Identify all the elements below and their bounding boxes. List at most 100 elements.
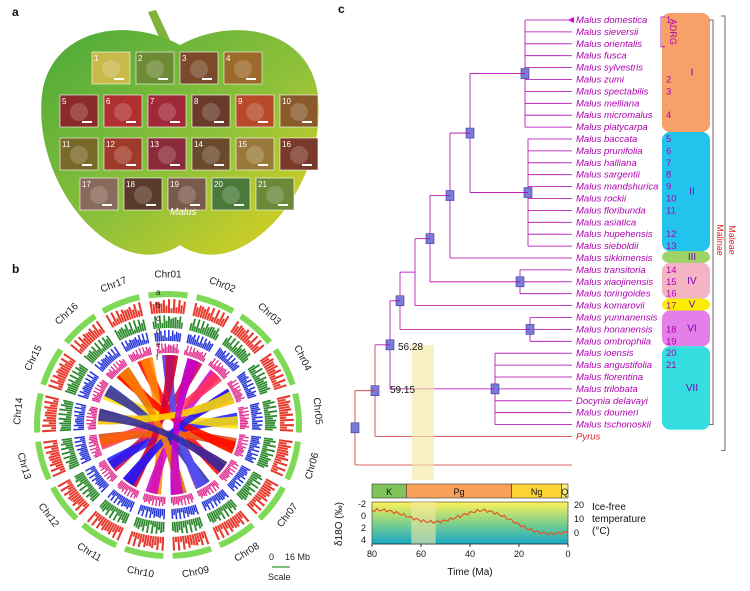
fruit-photo: 13 [147, 137, 187, 171]
d18o-curve [371, 507, 569, 536]
fruit-photo: 10 [279, 94, 319, 128]
species-number: 12 [666, 229, 677, 240]
photo-number: 19 [170, 180, 179, 189]
right-axis-label: temperature [592, 514, 646, 525]
species-number: 15 [666, 277, 677, 288]
chromosome-label: Chr13 [15, 451, 33, 481]
photo-number: 11 [62, 140, 71, 149]
species-number: 4 [666, 110, 671, 121]
photo-number: 18 [126, 180, 135, 189]
species-label: Malus domestica [576, 15, 647, 26]
photo-number: 20 [214, 180, 223, 189]
fruit-photo: 5 [59, 94, 99, 128]
species-number: 10 [666, 194, 677, 205]
species-number: 18 [666, 324, 677, 335]
clade-box [662, 13, 710, 133]
chromosome-band [172, 545, 213, 559]
age-highlight [412, 345, 434, 480]
photo-number: 2 [138, 54, 143, 63]
right-axis-label: Ice-free [592, 502, 626, 513]
chromosome-band [218, 522, 255, 549]
synteny-ribbon [145, 369, 220, 495]
chromosome-band [292, 392, 302, 433]
epoch-band [561, 483, 569, 499]
synteny-ribbon [98, 391, 235, 425]
chromosome-band [40, 348, 64, 386]
scale-value: 16 Mb [285, 552, 310, 562]
species-label: Malus yunnanensis [576, 313, 658, 324]
scale-zero: 0 [269, 552, 274, 562]
fruit-photo: 11 [59, 137, 99, 171]
species-number: 13 [666, 241, 677, 252]
species-label: Malus spectabilis [576, 86, 649, 97]
species-label: Malus asiatica [576, 217, 636, 228]
fruit-photo: 18 [123, 177, 163, 211]
fruit-photo: 9 [235, 94, 275, 128]
chromosome-label: Chr07 [275, 501, 300, 530]
species-number: 1 [666, 15, 671, 26]
fruit-photo: 6 [103, 94, 143, 128]
clade-label: VII [686, 383, 698, 394]
right-axis-label: (°C) [592, 526, 610, 537]
chromosome-label: Chr01 [154, 270, 182, 281]
epoch-label: Q [561, 487, 568, 497]
y-tick-right: 10 [574, 514, 584, 524]
photo-number: 1 [94, 54, 99, 63]
track-letter: d [156, 327, 160, 336]
x-tick: 80 [367, 549, 377, 559]
synteny-ribbon [116, 369, 236, 454]
species-number: 7 [666, 158, 671, 169]
chromosome-label: Chr11 [75, 541, 104, 565]
clade-label: V [689, 300, 696, 311]
clade-box [662, 310, 710, 347]
y-tick-left: 2 [361, 523, 366, 533]
photo-number: 8 [194, 97, 199, 106]
fruit-photo: 15 [235, 137, 275, 171]
chromosome-band [148, 291, 188, 299]
species-number: 19 [666, 336, 677, 347]
chromosome-label: Chr08 [233, 541, 262, 565]
chromosome-label: Chr03 [255, 301, 283, 328]
epoch-label: K [386, 487, 392, 497]
chromosome-label: Chr04 [291, 344, 313, 374]
scale-label: Scale [268, 572, 291, 582]
y-tick-right: 0 [574, 528, 579, 538]
chromosome-band [123, 545, 164, 559]
chromosome-label: Chr16 [53, 301, 81, 328]
fruit-photo: 4 [223, 51, 263, 85]
chromosome-label: Chr12 [36, 501, 61, 530]
fruit-photo: 16 [279, 137, 319, 171]
species-label: Malus floribunda [576, 205, 646, 216]
fruit-photo: 17 [79, 177, 119, 211]
synteny-ribbon [98, 408, 228, 473]
species-label: Malus angustifolia [576, 360, 652, 371]
species-label: Malus baccata [576, 134, 637, 145]
chromosome-band [34, 392, 44, 433]
photo-number: 5 [62, 97, 67, 106]
species-label: Pyrus [576, 432, 601, 443]
chromosome-label: Chr05 [310, 397, 324, 426]
synteny-ribbon [119, 366, 187, 495]
species-label: Malus transitoria [576, 265, 646, 276]
clade-label: I [691, 68, 694, 79]
species-number: 20 [666, 348, 677, 359]
panel-letter-c: c [338, 2, 345, 16]
photo-number: 16 [282, 140, 291, 149]
fruit-photo: 20 [211, 177, 251, 211]
species-number: 3 [666, 86, 671, 97]
x-tick: 40 [465, 549, 475, 559]
y-tick-left: 0 [361, 511, 366, 521]
epoch-label: Pg [453, 487, 464, 497]
synteny-ribbon [99, 371, 223, 450]
photo-number: 17 [82, 180, 91, 189]
species-label: Malus sargentii [576, 170, 641, 181]
y-axis-label: δ18O (‰) [334, 502, 345, 546]
species-label: Malus honanensis [576, 324, 653, 335]
species-number: 5 [666, 134, 671, 145]
synteny-ribbon [162, 355, 207, 490]
chromosome-label: Chr06 [303, 451, 321, 481]
chromosome-band [101, 294, 141, 314]
maleae-label: Maleae [727, 225, 737, 255]
